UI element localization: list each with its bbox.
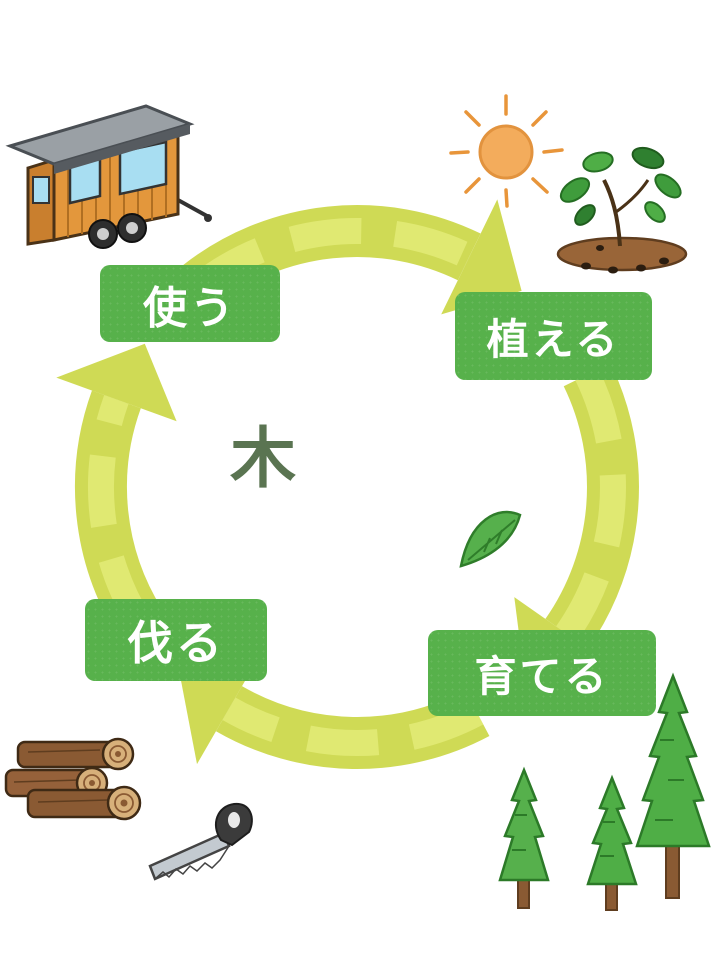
trailer-hub-left [97,228,109,240]
label-box-grow: 育てる [428,630,656,716]
label-plant-text: 植える [486,314,621,364]
tree-large [635,672,711,899]
trees-illustration [498,672,711,911]
label-cut-text: 伐る [127,616,225,670]
label-box-cut: 伐る [85,599,267,681]
label-box-plant: 植える [455,292,652,380]
leaf-illustration [459,510,522,568]
trailer-house-illustration [5,104,212,249]
arc-bottom-highlight [222,697,484,756]
sun-illustration [449,94,564,208]
leaf-veins [467,519,516,561]
label-grow-text: 育てる [474,651,610,701]
trailer-hub-right [126,222,138,234]
arrowhead-top-left [56,343,177,422]
seedling-leaves [559,146,682,226]
trailer-side-window [32,176,50,204]
saw-handle-hole [228,812,240,828]
tree-small-left [498,766,550,909]
label-use-text: 使う [143,282,237,334]
trailer-hitch-wheel [204,214,212,222]
trailer-roof-edge [54,124,190,174]
arc-left-highlight [87,394,151,630]
seedling-branch [615,179,650,214]
arc-top-highlight [191,218,475,296]
arrowhead-bottom-left [179,653,261,765]
soil-seeds [581,245,669,274]
saw-teeth [154,845,230,880]
logs-illustration [4,737,142,821]
arc-right-highlight [556,369,626,642]
saw-illustration [148,802,253,881]
center-glyph: 木 [230,420,296,497]
arrowhead-top-right [441,199,522,315]
seedling-stem [602,179,622,247]
sun-rays [449,94,564,208]
trailer-hitch [177,198,208,218]
sun-core [478,124,534,180]
label-box-use: 使う [100,265,280,342]
tree-small-right [586,774,638,911]
soil-mound [556,236,688,272]
seedling-illustration [556,146,688,274]
